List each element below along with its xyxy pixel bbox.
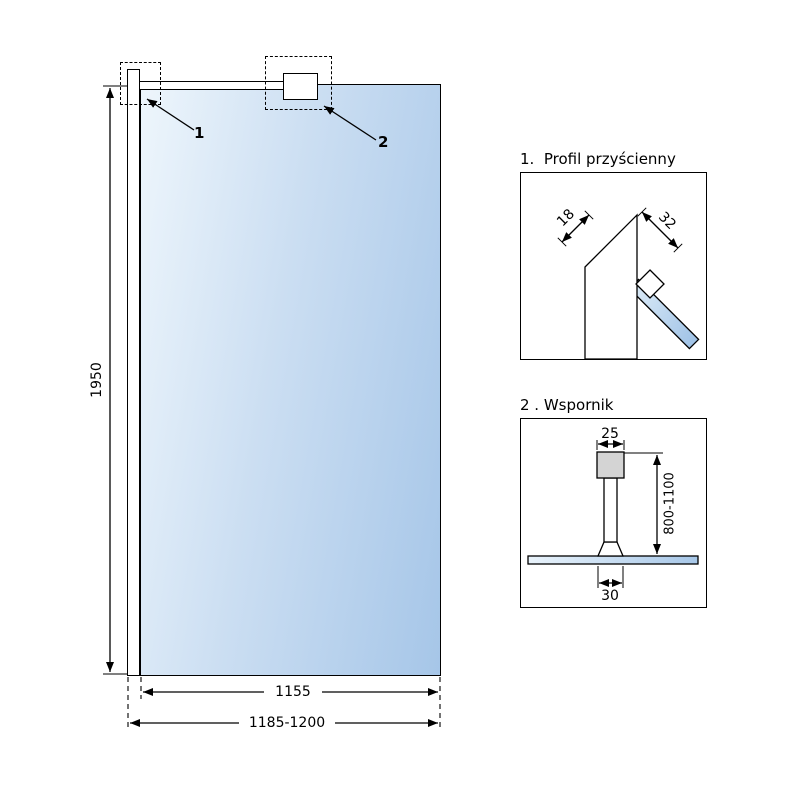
callout-1-label: 1 (194, 124, 205, 142)
glass-width-dimension-label: 1155 (264, 684, 322, 700)
detail-1-frame (520, 172, 707, 360)
detail-1-marker-frame (120, 62, 161, 105)
height-dimension-label: 1950 (89, 362, 105, 398)
total-width-dimension-label: 1185-1200 (239, 715, 335, 731)
wall-profile-strip (127, 69, 140, 676)
bracket-top-width-dimension-label: 25 (601, 426, 619, 442)
glass-panel (140, 84, 441, 676)
support-bracket (283, 73, 318, 100)
detail-2-title: 2 . Wspornik (520, 396, 614, 414)
callout-2-label: 2 (378, 133, 389, 151)
detail-2-frame (520, 418, 707, 608)
detail-1-title: 1. Profil przyścienny (520, 150, 676, 168)
bracket-foot-width-dimension-label: 30 (601, 588, 619, 604)
dimension-height-line (103, 85, 127, 675)
bracket-length-range-dimension-label: 800-1100 (662, 472, 678, 535)
detail-2-marker-frame (265, 56, 332, 110)
